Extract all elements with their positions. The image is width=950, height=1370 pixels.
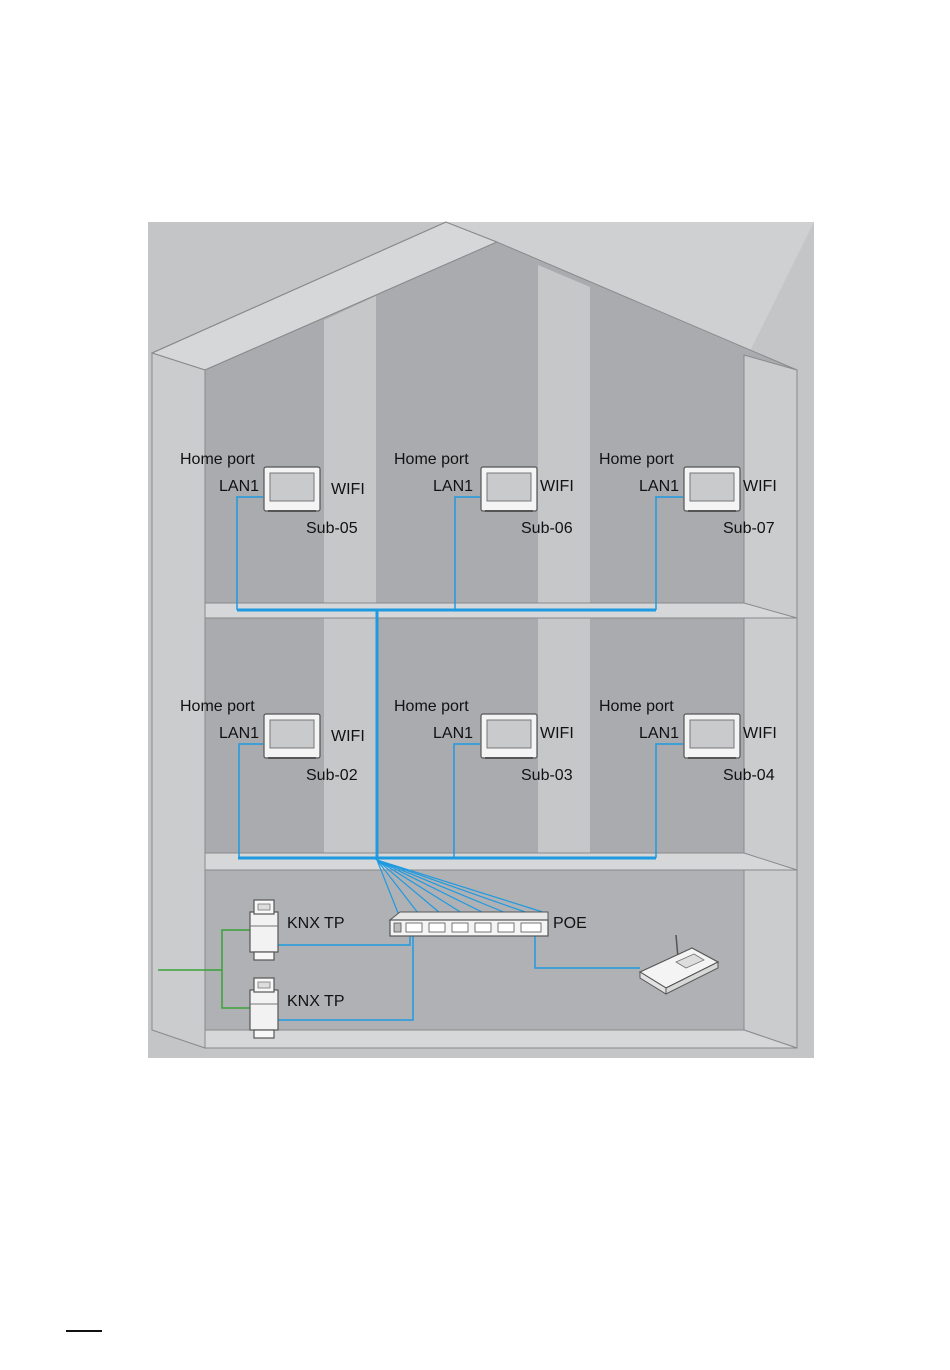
lan-port-label: LAN1 (433, 478, 473, 495)
touch-panel-icon (684, 467, 740, 511)
touch-panel-icon (264, 467, 320, 511)
touch-panel-icon (264, 714, 320, 758)
device-name: Sub-03 (521, 767, 573, 784)
wifi-label: WIFI (743, 478, 777, 495)
lan-port-label: LAN1 (433, 725, 473, 742)
knx-label: KNX TP (287, 915, 345, 932)
lan-port-label: LAN1 (219, 725, 259, 742)
din-rail-module-icon (250, 900, 278, 960)
wifi-label: WIFI (540, 478, 574, 495)
device-name: Sub-04 (723, 767, 775, 784)
device-name: Sub-05 (306, 520, 358, 537)
home-port-title: Home port (599, 451, 674, 468)
lan-port-label: LAN1 (219, 478, 259, 495)
home-port-title: Home port (180, 451, 255, 468)
poe-label: POE (553, 915, 587, 932)
knx-label: KNX TP (287, 993, 345, 1010)
touch-panel-icon (684, 714, 740, 758)
din-rail-module-icon (250, 978, 278, 1038)
lan-port-label: LAN1 (639, 725, 679, 742)
home-port-title: Home port (599, 698, 674, 715)
home-port-title: Home port (394, 698, 469, 715)
wifi-label: WIFI (331, 728, 365, 745)
lan-port-label: LAN1 (639, 478, 679, 495)
device-name: Sub-07 (723, 520, 775, 537)
touch-panel-icon (481, 467, 537, 511)
device-name: Sub-02 (306, 767, 358, 784)
network-switch-icon (390, 912, 548, 936)
touch-panel-icon (481, 714, 537, 758)
page-footer-rule (66, 1330, 102, 1332)
wifi-label: WIFI (743, 725, 777, 742)
home-port-title: Home port (394, 451, 469, 468)
wifi-label: WIFI (540, 725, 574, 742)
device-name: Sub-06 (521, 520, 573, 537)
home-port-title: Home port (180, 698, 255, 715)
wifi-label: WIFI (331, 481, 365, 498)
